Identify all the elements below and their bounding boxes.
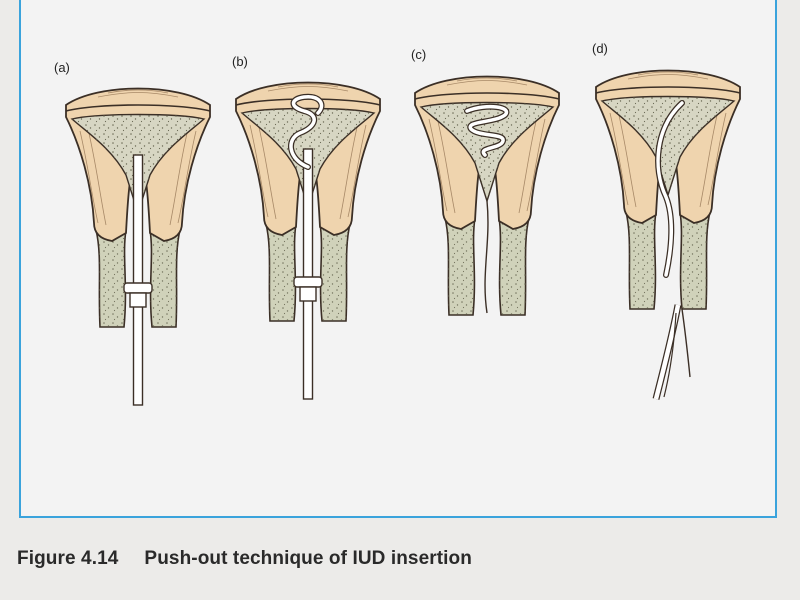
panel-c-uterus [414, 75, 560, 316]
panel-label-c: (c) [411, 47, 427, 62]
panel-label-a: (a) [54, 60, 70, 75]
figure-number: Figure 4.14 [17, 548, 119, 569]
iud-thread-c [484, 200, 489, 314]
figure-caption: Figure 4.14 Push-out technique of IUD ins… [17, 548, 472, 570]
figure-title: Push-out technique of IUD insertion [144, 548, 472, 569]
panel-d-uterus [595, 69, 741, 400]
panel-b-uterus [235, 81, 381, 400]
iud-thread-d [681, 308, 691, 378]
panel-label-b: (b) [232, 54, 248, 69]
panel-label-d: (d) [592, 41, 608, 56]
panel-a-uterus [65, 87, 211, 406]
